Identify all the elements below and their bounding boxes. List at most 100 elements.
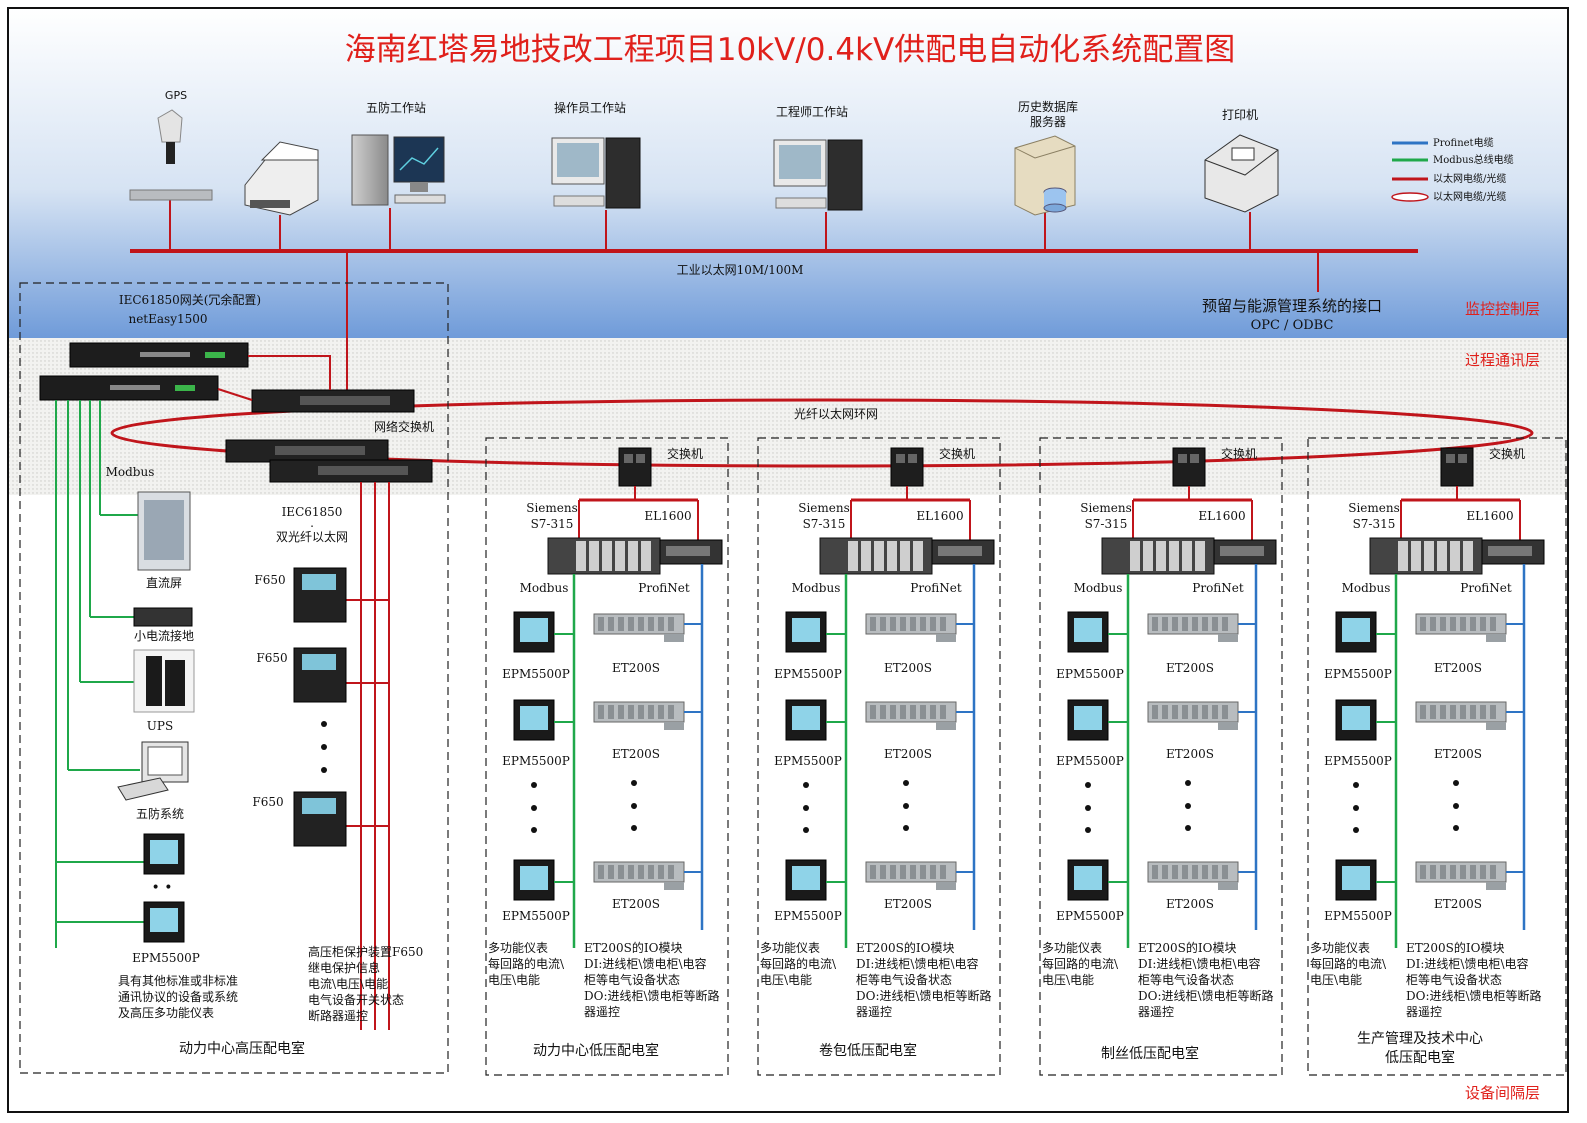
lv-juanbao-profinet-label: ProfiNet (910, 581, 962, 595)
lv-production-mgmt-et200s-label-2: ET200S (1434, 747, 1482, 761)
lv-production-mgmt-profinet-label: ProfiNet (1460, 581, 1512, 595)
lv-production-mgmt-box (1307, 437, 1567, 1076)
lv-power-center-switch-icon (618, 447, 652, 487)
lv-juanbao-ellipsis (803, 780, 909, 833)
layer-label-monitor: 监控控制层 (1465, 300, 1540, 318)
wufang-workstation-icon (351, 134, 446, 206)
lv-power-center-note-left-1: 多功能仪表 (488, 941, 548, 955)
lv-juanbao-epm-meter-3 (785, 859, 827, 901)
network-switch-2 (225, 439, 389, 463)
lv-juanbao-et200s-label-3: ET200S (884, 897, 932, 911)
printer-label: 打印机 (1222, 108, 1258, 122)
f650-relay-1 (293, 567, 347, 623)
lv-production-mgmt-epm-label-3: EPM5500P (1324, 909, 1392, 923)
lv-zhisi-box (1039, 437, 1283, 1076)
lv-juanbao-note-left-2: 每回路的电流\ (760, 956, 837, 971)
lv-juanbao-note-right-3: 柜等电气设备状态 (856, 972, 952, 987)
iec61850-label: IEC61850 (282, 505, 343, 519)
lv-power-center-note-right-3: 柜等电气设备状态 (584, 972, 680, 987)
lv-production-mgmt-el1600-label: EL1600 (1466, 509, 1513, 523)
lv-production-mgmt-epm-label-1: EPM5500P (1324, 667, 1392, 681)
legend-swatch-ring (1391, 192, 1429, 202)
lv-power-center-profinet-label: ProfiNet (638, 581, 690, 595)
lv-power-center-note-right-5: 器遥控 (584, 1005, 620, 1019)
lv-zhisi-et200s-1 (1147, 613, 1239, 642)
lv-juanbao-epm-meter-1 (785, 611, 827, 653)
lv-production-mgmt-epm-meter-3 (1335, 859, 1377, 901)
lv-power-center-epm-meter-2 (513, 699, 555, 741)
legend: Profinet电缆 Modbus总线电缆 以太网电缆/光缆 以太网电缆/光缆 (1391, 136, 1514, 203)
iec61850-fiber-lines (345, 482, 390, 1030)
lv-zhisi-et200s-label-3: ET200S (1166, 897, 1214, 911)
hv-note-right-5: 断路器遥控 (308, 1008, 368, 1023)
f650-relay-2 (293, 647, 347, 703)
fiber-ring-label: 光纤以太网环网 (794, 406, 878, 421)
lv-zhisi-et200s-3 (1147, 861, 1239, 890)
lv-power-center-et200s-label-1: ET200S (612, 661, 660, 675)
lv-juanbao-plc-icon (819, 537, 933, 575)
lv-power-center-switch-label: 交换机 (667, 446, 703, 461)
lv-production-mgmt-epm-meter-2 (1335, 699, 1377, 741)
wufang-printer-icon (244, 141, 319, 216)
wufang-system-icon (117, 741, 189, 801)
lv-production-mgmt-note-left-1: 多功能仪表 (1310, 941, 1370, 955)
fiber-ring (110, 398, 1534, 468)
lv-production-mgmt-switch-icon (1440, 447, 1474, 487)
lv-power-center-modbus-label: Modbus (520, 581, 569, 595)
lv-zhisi-switch-label: 交换机 (1221, 446, 1257, 461)
hv-note-right-1: 高压柜保护装置F650 (308, 944, 423, 959)
lv-production-mgmt-ellipsis (1353, 780, 1459, 833)
lv-zhisi-note-right-4: DO:进线柜\馈电柜等断路 (1138, 988, 1274, 1003)
lv-zhisi-note-right-2: DI:进线柜\馈电柜\电容 (1138, 956, 1261, 971)
ups-label: UPS (147, 719, 173, 733)
lv-juanbao-et200s-2 (865, 701, 957, 730)
lv-production-mgmt-epm-meter-1 (1335, 611, 1377, 653)
lv-power-center-et200s-2 (593, 701, 685, 730)
small-current-grounding-icon (133, 607, 193, 627)
lv-juanbao-switch-icon (890, 447, 924, 487)
lv-zhisi-plc-label-1: Siemens (1080, 501, 1132, 515)
lv-power-center-epm-meter-3 (513, 859, 555, 901)
lv-production-mgmt-room-label-1: 生产管理及技术中心 (1357, 1031, 1483, 1047)
lv-power-center-epm-label-2: EPM5500P (502, 754, 570, 768)
lv-juanbao-modbus-label: Modbus (792, 581, 841, 595)
lv-zhisi-note-left-3: 电压\电能 (1042, 973, 1094, 987)
history-db-label-2: 服务器 (1030, 114, 1066, 129)
f650-label-1: F650 (254, 573, 285, 587)
lv-zhisi-et200s-label-2: ET200S (1166, 747, 1214, 761)
lv-zhisi-epm-meter-1 (1067, 611, 1109, 653)
lv-juanbao-note-left-1: 多功能仪表 (760, 941, 820, 955)
lv-zhisi-note-right-1: ET200S的IO模块 (1138, 940, 1236, 955)
iec61850-gateway-backup (39, 375, 219, 401)
lv-production-mgmt-el1600-icon (1481, 539, 1545, 565)
ethernet-bus-label: 工业以太网10M/100M (677, 262, 804, 277)
lv-production-mgmt-note-right-1: ET200S的IO模块 (1406, 940, 1504, 955)
hv-note-left-2: 通讯协议的设备或系统 (118, 989, 238, 1004)
engineer-workstation-icon (773, 139, 863, 211)
lv-zhisi-epm-meter-2 (1067, 699, 1109, 741)
lv-zhisi-epm-label-2: EPM5500P (1056, 754, 1124, 768)
lv-juanbao-epm-label-3: EPM5500P (774, 909, 842, 923)
lv-juanbao-et200s-1 (865, 613, 957, 642)
lv-zhisi-epm-meter-3 (1067, 859, 1109, 901)
lv-zhisi-modbus-label: Modbus (1074, 581, 1123, 595)
outer-frame (7, 7, 1569, 1113)
network-switch-1 (251, 389, 415, 413)
lv-production-mgmt-et200s-label-1: ET200S (1434, 661, 1482, 675)
hv-epm-meter-1 (143, 833, 185, 875)
engineer-ws-label: 工程师工作站 (776, 104, 848, 119)
history-db-label-1: 历史数据库 (1018, 99, 1078, 114)
lv-juanbao-epm-label-1: EPM5500P (774, 667, 842, 681)
lv-production-mgmt-plc-label-2: S7-315 (1353, 517, 1396, 531)
lv-juanbao-et200s-label-2: ET200S (884, 747, 932, 761)
gateway-label-1: IEC61850网关(冗余配置) (119, 292, 261, 307)
lv-power-center-epm-meter-1 (513, 611, 555, 653)
lv-power-center-et200s-label-3: ET200S (612, 897, 660, 911)
lv-zhisi-note-left-2: 每回路的电流\ (1042, 956, 1119, 971)
lv-zhisi-epm-label-1: EPM5500P (1056, 667, 1124, 681)
lv-juanbao-epm-meter-2 (785, 699, 827, 741)
network-switch-3 (269, 459, 433, 483)
hv-modbus-lines (55, 400, 144, 948)
